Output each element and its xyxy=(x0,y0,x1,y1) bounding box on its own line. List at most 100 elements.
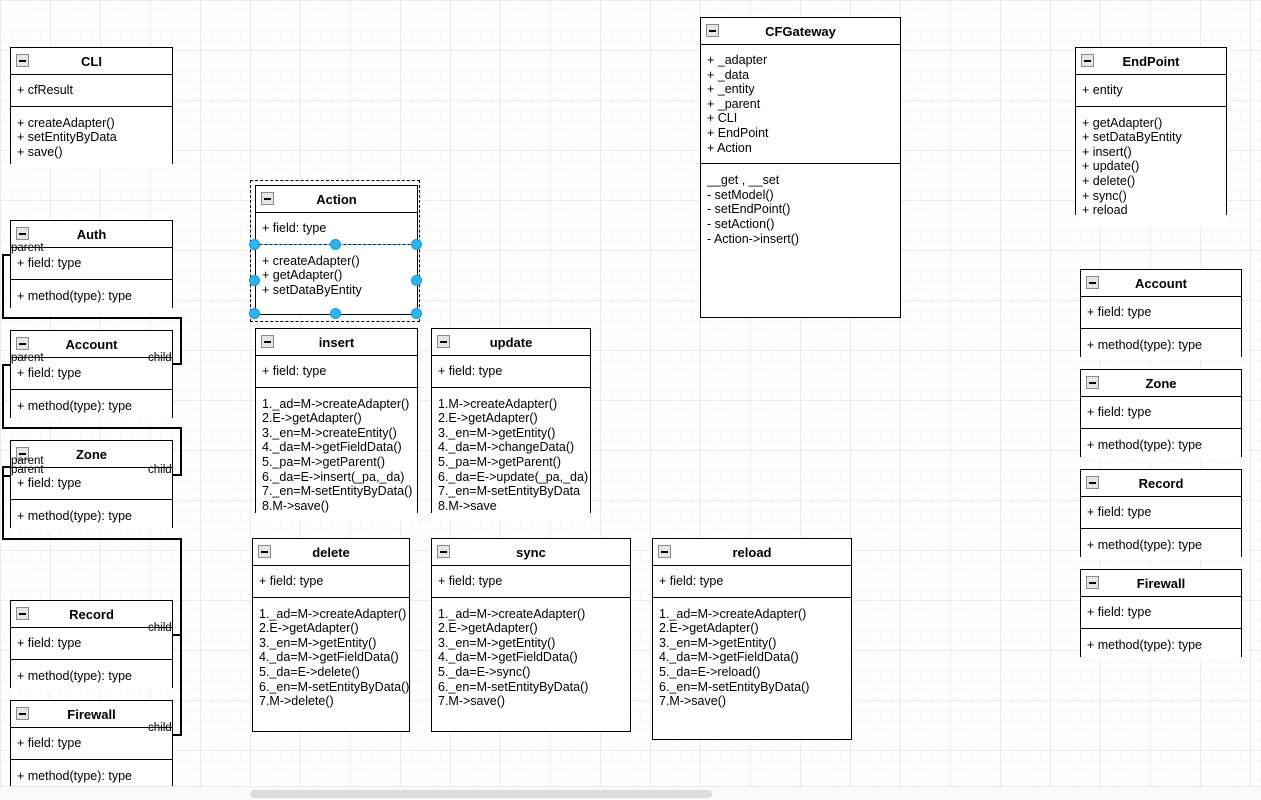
collapse-icon[interactable] xyxy=(261,335,274,348)
uml-attribute: + field: type xyxy=(1087,605,1152,619)
uml-class-firewall-right[interactable]: Firewall+ field: type+ method(type): typ… xyxy=(1080,569,1242,661)
collapse-icon[interactable] xyxy=(16,707,29,720)
collapse-icon[interactable] xyxy=(16,337,29,350)
uml-operation: + sync() xyxy=(1082,188,1127,203)
uml-operation: - setModel() xyxy=(707,187,774,202)
uml-operation: + delete() xyxy=(1082,173,1136,188)
lbl-zone-parent-a: parent xyxy=(11,455,44,467)
collapse-icon[interactable] xyxy=(258,545,271,558)
uml-operation: + method(type): type xyxy=(1087,437,1202,452)
uml-operation: 4._da=M->getFieldData() xyxy=(262,440,402,455)
collapse-icon[interactable] xyxy=(261,192,274,205)
resize-handle-middle-right[interactable] xyxy=(411,275,422,286)
uml-attribute: + field: type xyxy=(438,574,503,588)
uml-attribute: + field: type xyxy=(1087,405,1152,419)
resize-handle-top-left[interactable] xyxy=(249,239,260,250)
uml-operation: + setDataByEntity xyxy=(262,282,362,297)
uml-attribute: + Action xyxy=(707,140,752,155)
uml-class-record-left[interactable]: Record+ field: type+ method(type): type xyxy=(10,600,173,692)
connector-auth-account-seg-down xyxy=(2,254,4,318)
uml-class-account-right[interactable]: Account+ field: type+ method(type): type xyxy=(1080,269,1242,361)
uml-attributes-auth: + field: type xyxy=(11,248,172,279)
uml-class-header-record-left: Record xyxy=(11,601,172,628)
uml-attributes-sync: + field: type xyxy=(432,566,630,597)
uml-class-endpoint[interactable]: EndPoint+ entity+ getAdapter()+ setDataB… xyxy=(1075,47,1227,226)
connector-auth-account-seg-in xyxy=(172,363,182,365)
lbl-zone-parent-b: parent xyxy=(11,464,44,476)
resize-handle-bottom-right[interactable] xyxy=(411,308,422,319)
connector-account-zone-seg-left xyxy=(2,364,14,366)
uml-class-name: Zone xyxy=(75,447,108,462)
uml-attribute: + field: type xyxy=(259,574,324,588)
collapse-icon[interactable] xyxy=(16,447,29,460)
uml-operation: __get , __set xyxy=(707,173,780,188)
uml-operation: 3._en=M->getEntity() xyxy=(438,635,556,650)
lbl-zone-child: child xyxy=(148,464,172,476)
uml-operations-cfgateway: __get , __set- setModel()- setEndPoint()… xyxy=(701,163,900,255)
uml-operations-firewall-right: + method(type): type xyxy=(1081,627,1241,661)
uml-attribute: + _adapter xyxy=(707,53,768,67)
collapse-icon[interactable] xyxy=(16,54,29,67)
uml-operations-sync: 1._ad=M->createAdapter()2.E->getAdapter(… xyxy=(432,596,630,717)
resize-handle-middle-left[interactable] xyxy=(249,275,260,286)
uml-class-zone-right[interactable]: Zone + field: type + method(type): type xyxy=(1080,369,1242,461)
uml-operation: + method(type): type xyxy=(17,768,132,783)
uml-attributes-account-right: + field: type xyxy=(1081,297,1241,328)
collapse-icon[interactable] xyxy=(1081,54,1094,67)
uml-class-cfgateway[interactable]: CFGateway+ _adapter+ _data+ _entity+ _pa… xyxy=(700,17,901,318)
uml-attribute: + _parent xyxy=(707,96,761,111)
uml-class-firewall-left[interactable]: Firewall+ field: type+ method(type): typ… xyxy=(10,700,173,786)
horizontal-scrollbar-track[interactable] xyxy=(0,786,1261,800)
collapse-icon[interactable] xyxy=(1086,576,1099,589)
resize-handle-bottom-left[interactable] xyxy=(249,308,260,319)
resize-handle-top-center[interactable] xyxy=(330,239,341,250)
uml-class-action[interactable]: Action+ field: type+ createAdapter()+ ge… xyxy=(255,185,418,315)
uml-operation: + method(type): type xyxy=(1087,537,1202,552)
uml-operations-account-right: + method(type): type xyxy=(1081,327,1241,361)
connector-zone-record-seg-in xyxy=(172,634,182,636)
uml-operation: + method(type): type xyxy=(17,398,132,413)
uml-operation: 3._en=M->createEntity() xyxy=(262,425,397,440)
uml-class-name: Account xyxy=(65,337,118,352)
lbl-firewall-child: child xyxy=(148,722,172,734)
collapse-icon[interactable] xyxy=(1086,476,1099,489)
resize-handle-top-right[interactable] xyxy=(411,239,422,250)
collapse-icon[interactable] xyxy=(1086,376,1099,389)
uml-class-zone-left[interactable]: Zone+ field: type+ method(type): type xyxy=(10,440,173,532)
uml-class-reload[interactable]: reload + field: type 1._ad=M->createAdapte… xyxy=(652,538,852,740)
uml-class-auth[interactable]: Auth+ field: type+ method(type): type xyxy=(10,220,173,312)
uml-operation: + reload xyxy=(1082,203,1128,218)
collapse-icon[interactable] xyxy=(1086,276,1099,289)
resize-handle-bottom-center[interactable] xyxy=(330,308,341,319)
uml-class-name: Zone xyxy=(1145,376,1177,391)
collapse-icon[interactable] xyxy=(437,545,450,558)
collapse-icon[interactable] xyxy=(658,545,671,558)
uml-operation: 6._en=M-setEntityByData() xyxy=(438,679,589,694)
uml-operation: 6._en=M-setEntityByData() xyxy=(659,679,810,694)
collapse-icon[interactable] xyxy=(16,227,29,240)
uml-attribute: + CLI xyxy=(707,111,738,126)
uml-attribute: + field: type xyxy=(659,574,724,588)
uml-operation: + method(type): type xyxy=(1087,337,1202,352)
collapse-icon[interactable] xyxy=(16,607,29,620)
uml-operation: + insert() xyxy=(1082,144,1132,159)
connector-zone-firewall-seg-right xyxy=(180,636,182,736)
uml-operation: 1._ad=M->createAdapter() xyxy=(259,606,407,621)
uml-class-record-right[interactable]: Record+ field: type+ method(type): type xyxy=(1080,469,1242,561)
uml-class-account-left[interactable]: Account+ field: type+ method(type): type xyxy=(10,330,173,422)
uml-attribute: + field: type xyxy=(262,364,327,378)
uml-operations-reload: 1._ad=M->createAdapter()2.E->getAdapter(… xyxy=(653,596,851,717)
connector-zone-record-seg-left xyxy=(2,466,14,468)
uml-attribute: + field: type xyxy=(438,364,503,378)
collapse-icon[interactable] xyxy=(706,24,719,37)
horizontal-scrollbar-thumb[interactable] xyxy=(250,790,712,798)
uml-class-name: delete xyxy=(312,545,350,560)
uml-class-header-reload: reload xyxy=(653,539,851,566)
uml-class-cli[interactable]: CLI+ cfResult+ createAdapter()+ setEntit… xyxy=(10,47,173,168)
uml-class-delete[interactable]: delete + field: type 1._ad=M->createAdapte… xyxy=(252,538,410,732)
collapse-icon[interactable] xyxy=(437,335,450,348)
